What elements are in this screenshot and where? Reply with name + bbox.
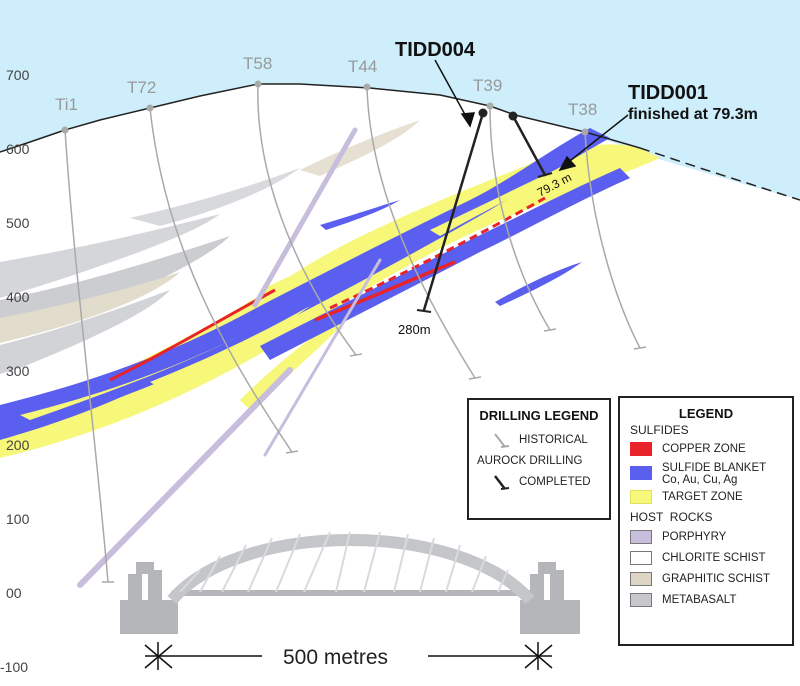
sulfide-blanket-lower	[260, 168, 630, 360]
metabasalt-swatch	[630, 593, 652, 607]
tidd001-label: TIDD001	[628, 82, 708, 104]
sulfide-label: SULFIDE BLANKET	[662, 462, 767, 474]
hole-label-t44: T44	[348, 57, 377, 76]
historical-holes	[64, 83, 641, 583]
y-label-0: 00	[6, 585, 22, 601]
porphyry-label: PORPHYRY	[662, 531, 727, 543]
historical-collars	[61, 80, 589, 136]
hole-label-ti1: Ti1	[55, 95, 78, 114]
hole-t44-trace	[366, 86, 476, 379]
hole-tidd004-trace	[422, 111, 485, 312]
hole-label-t72: T72	[127, 78, 156, 97]
metabasalt-label: METABASALT	[662, 594, 737, 606]
target-interbeds	[20, 158, 580, 420]
copper-label: COPPER ZONE	[662, 443, 746, 455]
graphitic-label: GRAPHITIC SCHIST	[662, 573, 770, 585]
legend-title: LEGEND	[678, 406, 734, 421]
sulfide-blanket-left	[0, 372, 170, 440]
porphyry-swatch	[630, 530, 652, 544]
y-label-600: 600	[6, 141, 30, 157]
target-swatch	[630, 490, 652, 504]
legend-row-chlorite: CHLORITE SCHIST	[630, 551, 782, 565]
callout-arrows	[434, 59, 629, 172]
graphitic-streaks	[0, 120, 420, 343]
hole-ti1-trace	[64, 129, 109, 583]
completed-label: COMPLETED	[519, 476, 591, 488]
historical-hole-ends	[102, 328, 647, 583]
sulfide-lens	[495, 262, 582, 306]
historical-hole-icon	[494, 433, 510, 448]
legend-row-sulfide: SULFIDE BLANKET Co, Au, Cu, Ag	[630, 462, 782, 486]
sky-area	[0, 0, 800, 200]
legend-row-graphitic: GRAPHITIC SCHIST	[630, 572, 782, 586]
sulfide-swatch	[630, 466, 652, 480]
drilling-legend-aurock: AUROCK DRILLING	[477, 455, 601, 467]
y-label-500: 500	[6, 215, 30, 231]
hole-t58-trace	[257, 83, 357, 356]
hole-label-t58: T58	[243, 54, 272, 73]
projected-surface	[639, 147, 800, 201]
target-zone-extension	[240, 305, 360, 410]
y-axis: 700 600 500 400 300 200 100 00 -100	[0, 67, 30, 675]
lithology-legend: LEGEND SULFIDES COPPER ZONE SULFIDE BLAN…	[618, 396, 794, 646]
y-label-minus100: -100	[0, 659, 28, 675]
aurock-collars	[478, 108, 518, 121]
sulfide-upper	[320, 200, 400, 230]
aurock-holes	[422, 111, 547, 312]
hole-t38-trace	[584, 131, 641, 349]
porphyry-dykes	[77, 127, 382, 588]
legend-row-target: TARGET ZONE	[630, 490, 782, 504]
legend-row-copper: COPPER ZONE	[630, 442, 782, 456]
chlorite-swatch	[630, 551, 652, 565]
sulfide-sublabel: Co, Au, Cu, Ag	[662, 474, 738, 486]
historical-label: HISTORICAL	[519, 434, 588, 446]
tidd004-label: TIDD004	[395, 39, 476, 61]
drilling-legend: DRILLING LEGEND HISTORICAL AUROCK DRILLI…	[467, 398, 611, 520]
hole-label-t39: T39	[473, 76, 502, 95]
y-label-300: 300	[6, 363, 30, 379]
copper-swatch	[630, 442, 652, 456]
hole-t39-trace	[489, 105, 551, 331]
tidd001-note: finished at 79.3m	[628, 106, 758, 123]
completed-hole-icon	[494, 475, 510, 490]
legend-host-header: HOST ROCKS	[630, 510, 713, 524]
hole-label-t38: T38	[568, 100, 597, 119]
graphitic-swatch	[630, 572, 652, 586]
legend-row-porphyry: PORPHYRY	[630, 530, 782, 544]
bridge-scale-graphic	[120, 531, 580, 634]
depth-label-280m: 280m	[398, 322, 431, 337]
legend-sulfides-header: SULFIDES	[630, 423, 689, 437]
scale-bar	[144, 642, 553, 670]
aurock-label: AUROCK DRILLING	[477, 455, 583, 467]
drilling-legend-completed: COMPLETED	[491, 473, 601, 491]
target-label: TARGET ZONE	[662, 491, 743, 503]
drilling-legend-historical: HISTORICAL	[491, 431, 601, 449]
hole-labels: Ti1 T72 T58 T44 T39 T38	[55, 54, 597, 119]
y-label-700: 700	[6, 67, 30, 83]
hole-tidd001-trace	[511, 114, 547, 177]
legend-row-metabasalt: METABASALT	[630, 593, 782, 607]
y-label-100: 100	[6, 511, 30, 527]
chlorite-label: CHLORITE SCHIST	[662, 552, 766, 564]
y-label-200: 200	[6, 437, 30, 453]
drilling-legend-title: DRILLING LEGEND	[479, 408, 599, 423]
hole-t72-trace	[149, 107, 293, 453]
y-label-400: 400	[6, 289, 30, 305]
scale-bar-label: 500 metres	[283, 646, 388, 669]
aurock-hole-ends	[416, 172, 553, 313]
